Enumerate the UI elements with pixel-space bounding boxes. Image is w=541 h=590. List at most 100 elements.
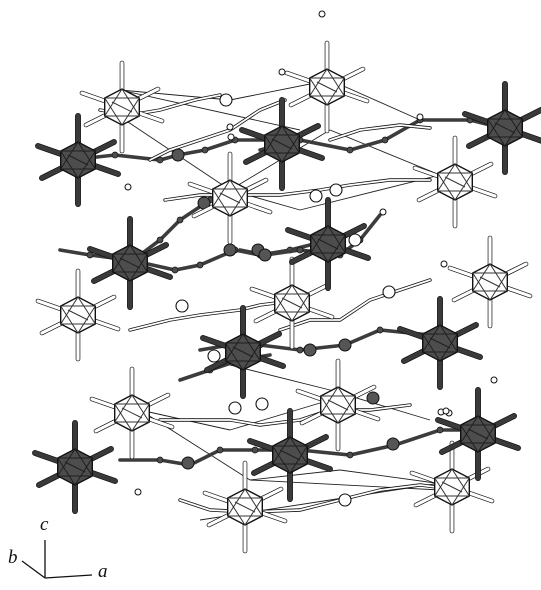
terminal-atom xyxy=(442,407,450,415)
light-bond-chain xyxy=(164,179,431,201)
cage-edge xyxy=(429,337,451,349)
terminal-atom xyxy=(227,133,235,141)
light-bridge-atom xyxy=(338,493,352,507)
terminal-atom xyxy=(134,488,142,496)
dark-carborane-cluster xyxy=(247,408,333,502)
dark-atom xyxy=(171,266,179,274)
cage-edge xyxy=(487,118,506,147)
cage-edge xyxy=(232,346,254,358)
light-bridge-atom xyxy=(382,285,396,299)
light-carborane-cluster xyxy=(79,60,165,154)
cage-edge xyxy=(131,394,150,423)
cage-edge xyxy=(234,501,256,513)
cage-edge xyxy=(67,309,89,321)
cage-edge xyxy=(77,141,96,170)
light-bridge-atom xyxy=(255,397,269,411)
cage-edge xyxy=(119,257,141,269)
light-carborane-cluster xyxy=(249,256,335,350)
cage-edge xyxy=(264,134,283,163)
cage-edge xyxy=(121,407,143,419)
dark-bridge-atom xyxy=(171,148,185,162)
contact-line xyxy=(249,469,341,481)
cage-edge xyxy=(272,445,291,474)
axis-label-c: c xyxy=(40,514,49,535)
light-carborane-cluster xyxy=(447,235,533,329)
cage-edge xyxy=(77,296,96,325)
cage-edge xyxy=(64,461,86,473)
cage-edge xyxy=(337,386,356,415)
light-carborane-cluster xyxy=(295,358,381,452)
cage-edge xyxy=(60,150,79,179)
cage-edge xyxy=(212,188,231,217)
light-bridge-atom xyxy=(175,299,189,313)
cage-edge xyxy=(327,225,346,254)
light-bond-chain xyxy=(149,99,286,161)
light-bond-chain xyxy=(159,404,411,426)
dark-carborane-cluster xyxy=(32,420,118,514)
axis-label-b: b xyxy=(8,547,18,568)
cage-edge xyxy=(472,272,491,301)
cage-edge xyxy=(121,88,140,117)
terminal-atom xyxy=(416,113,424,121)
terminal-atom xyxy=(124,183,132,191)
cage-edge xyxy=(60,305,79,334)
light-carborane-cluster xyxy=(409,440,495,534)
cage-edge xyxy=(271,138,293,150)
cage-edge xyxy=(309,77,328,106)
cage-edge xyxy=(454,163,473,192)
light-bond-chain xyxy=(129,299,301,331)
cage-edge xyxy=(112,253,131,282)
light-bridge-atom xyxy=(329,183,343,197)
axis-triad xyxy=(21,540,93,579)
dark-atom xyxy=(196,261,204,269)
cage-edge xyxy=(57,457,76,486)
axis-label-a: a xyxy=(98,561,108,582)
terminal-atom xyxy=(379,208,387,216)
cage-edge xyxy=(279,449,301,461)
cage-edge xyxy=(114,403,133,432)
dark-atom xyxy=(201,146,209,154)
cage-edge xyxy=(494,122,516,134)
cage-edge xyxy=(227,497,246,526)
cage-edge xyxy=(422,333,441,362)
dark-carborane-cluster xyxy=(435,387,521,481)
light-bridge-atom xyxy=(219,93,233,107)
dark-atom xyxy=(176,216,184,224)
contact-line xyxy=(119,89,301,131)
cage-edge xyxy=(441,481,463,493)
dark-atom xyxy=(86,251,94,259)
dark-carborane-cluster xyxy=(87,216,173,310)
cage-edge xyxy=(281,297,303,309)
carborane-clusters xyxy=(32,40,541,554)
cage-edge xyxy=(111,101,133,113)
cage-edge xyxy=(444,176,466,188)
light-bond-chain xyxy=(179,484,461,513)
light-carborane-cluster xyxy=(35,268,121,362)
dark-atom xyxy=(436,426,444,434)
dark-atom xyxy=(156,236,164,244)
dark-bridge-atom xyxy=(223,243,237,257)
cage-edge xyxy=(129,244,148,273)
dark-bridge-atom xyxy=(338,338,352,352)
dark-atom xyxy=(296,346,304,354)
dark-atom xyxy=(251,446,259,454)
dark-bridge-atom xyxy=(258,248,272,262)
cage-edge xyxy=(104,97,123,126)
light-carborane-cluster xyxy=(284,40,370,134)
cage-edge xyxy=(310,234,329,263)
cage-edge xyxy=(229,179,248,208)
cage-edge xyxy=(317,238,339,250)
cage-edge xyxy=(479,276,501,288)
light-carborane-cluster xyxy=(202,460,288,554)
dark-carborane-cluster xyxy=(462,81,541,175)
dark-bridge-atom xyxy=(386,437,400,451)
cage-edge xyxy=(434,477,453,506)
dark-bridge-atom xyxy=(366,391,380,405)
terminal-atom xyxy=(278,68,286,76)
cage-edge xyxy=(244,488,263,517)
dark-atom xyxy=(376,326,384,334)
cage-edge xyxy=(437,172,456,201)
dark-atom xyxy=(156,156,164,164)
light-bond-chain xyxy=(279,279,431,331)
terminal-atom xyxy=(490,376,498,384)
